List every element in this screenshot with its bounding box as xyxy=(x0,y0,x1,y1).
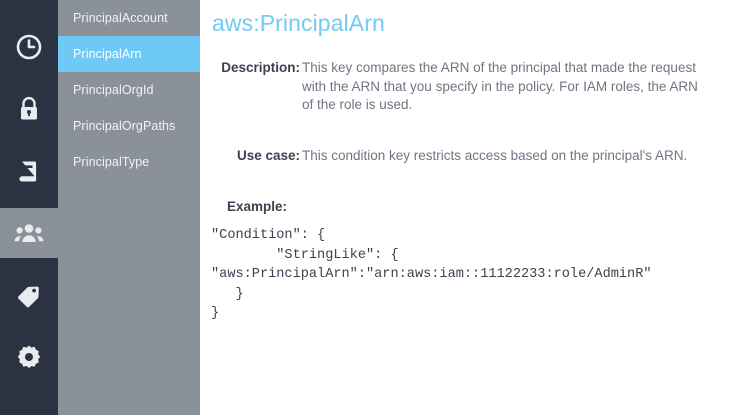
users-icon xyxy=(14,221,44,245)
clock-icon xyxy=(15,33,43,61)
example-code-block: "Condition": { "StringLike": { "aws:Prin… xyxy=(211,228,652,321)
description-label: Description: xyxy=(221,60,300,75)
example-label: Example: xyxy=(227,199,288,214)
tag-icon xyxy=(15,281,43,309)
list-item-principalarn[interactable]: PrincipalArn xyxy=(58,36,200,72)
lock-icon xyxy=(16,95,42,123)
rail-item-users[interactable] xyxy=(0,208,58,258)
condition-key-list: PrincipalAccount PrincipalArn PrincipalO… xyxy=(58,0,200,415)
detail-panel: aws:PrincipalArn Description: This key c… xyxy=(200,0,735,415)
usecase-label: Use case: xyxy=(236,147,300,163)
book-icon xyxy=(16,157,42,185)
rail-item-lock[interactable] xyxy=(0,84,58,134)
usecase-value: This condition key restricts access base… xyxy=(302,147,688,163)
icon-rail xyxy=(0,0,58,415)
list-item-principalaccount[interactable]: PrincipalAccount xyxy=(73,11,168,25)
rail-item-tag[interactable] xyxy=(0,270,58,320)
rail-item-book[interactable] xyxy=(0,146,58,196)
list-item-principaltype[interactable]: PrincipalType xyxy=(73,155,150,169)
description-row: Description: This key compares the ARN o… xyxy=(200,59,735,115)
rail-item-clock[interactable] xyxy=(0,22,58,72)
usecase-row: Use case: This condition key restricts a… xyxy=(200,147,735,166)
page-title: aws:PrincipalArn xyxy=(212,10,385,36)
gear-icon xyxy=(15,343,43,371)
list-item-principalorgid[interactable]: PrincipalOrgId xyxy=(73,83,154,97)
description-value: This key compares the ARN of the princip… xyxy=(302,60,698,112)
rail-item-settings[interactable] xyxy=(0,332,58,382)
list-item-principalorgpaths[interactable]: PrincipalOrgPaths xyxy=(73,119,176,133)
